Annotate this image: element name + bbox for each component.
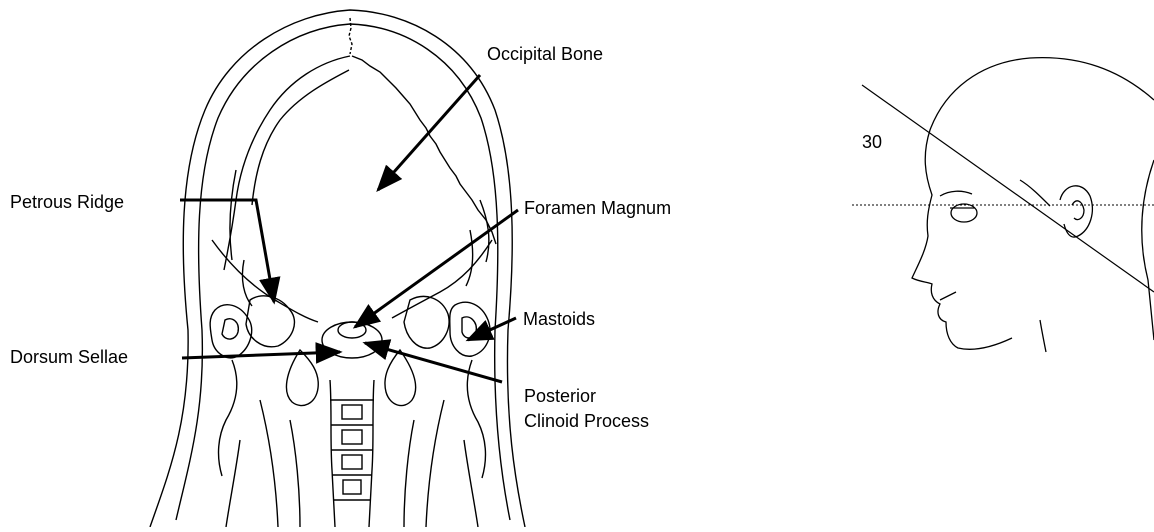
neck-outline <box>1142 160 1154 340</box>
angled-reference-line <box>862 85 1154 292</box>
label-foramen-magnum: Foramen Magnum <box>524 197 671 219</box>
label-mastoids: Mastoids <box>523 308 595 330</box>
leader-lines <box>180 75 518 382</box>
leader-foramen-magnum <box>355 210 518 327</box>
leader-dorsum-sellae <box>182 352 340 358</box>
eye <box>951 204 977 222</box>
label-dorsum-sellae: Dorsum Sellae <box>10 346 128 368</box>
mastoid-right-region <box>450 302 490 356</box>
label-angle-30: 30 <box>862 131 882 153</box>
leader-occipital-bone <box>378 75 480 190</box>
label-petrous-ridge: Petrous Ridge <box>10 191 124 213</box>
mastoid-left-region <box>210 305 252 358</box>
lambdoid-suture-left <box>224 56 350 270</box>
profile-reference-lines <box>852 85 1154 292</box>
label-posterior-clinoid-line1: Posterior <box>524 385 596 407</box>
head-profile-outline <box>912 58 1154 350</box>
leader-mastoids <box>468 318 516 340</box>
vertebral-column <box>330 380 335 527</box>
lambdoid-suture <box>352 56 496 244</box>
label-posterior-clinoid-line2: Clinoid Process <box>524 410 649 432</box>
label-occipital-bone: Occipital Bone <box>487 43 603 65</box>
